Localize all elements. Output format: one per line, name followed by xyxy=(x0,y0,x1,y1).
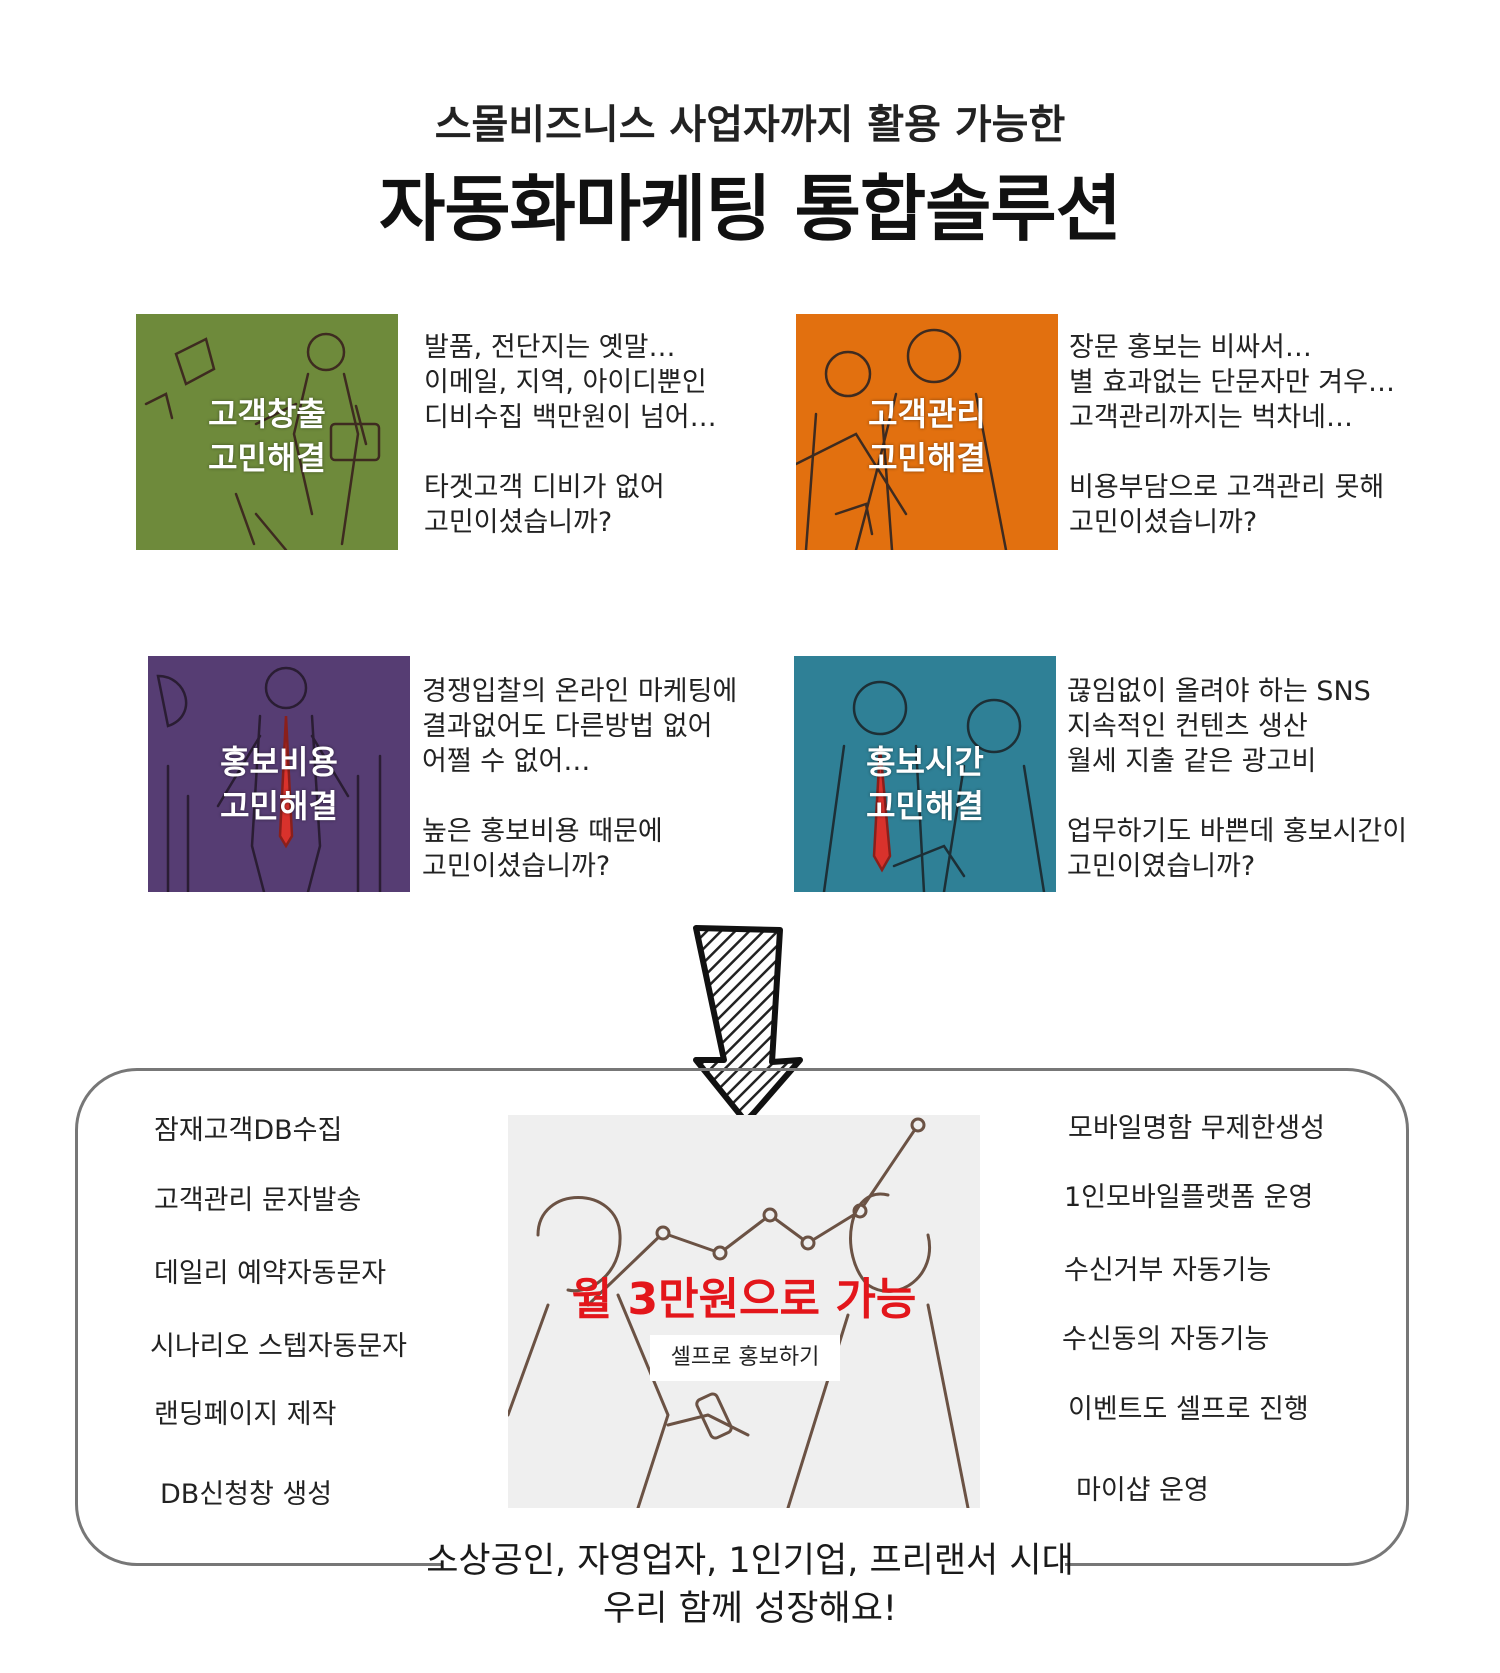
feature-item: 수신거부 자동기능 xyxy=(1064,1255,1272,1286)
card-1-description: 발품, 전단지는 옛말… 이메일, 지역, 아이디뿐인 디비수집 백만원이 넘어… xyxy=(424,332,717,538)
card-customer-acquisition: 고객창출 고민해결 xyxy=(136,314,398,550)
feature-item: 모바일명함 무제한생성 xyxy=(1068,1113,1325,1144)
feature-item: 수신동의 자동기능 xyxy=(1062,1324,1270,1355)
growth-chart-illustration xyxy=(508,1117,970,1508)
feature-item: 1인모바일플랫폼 운영 xyxy=(1064,1182,1314,1213)
promo-price: 월 3만원으로 가능 xyxy=(571,1274,917,1325)
page-title: 자동화마케팅 통합솔루션 xyxy=(379,167,1122,251)
header-subtitle: 스몰비즈니스 사업자까지 활용 가능한 xyxy=(434,102,1066,148)
card-bg xyxy=(148,656,410,892)
down-arrow-icon xyxy=(693,925,803,1125)
self-promote-button[interactable]: 셀프로 홍보하기 xyxy=(650,1335,840,1381)
feature-item: 잠재고객DB수집 xyxy=(154,1115,343,1146)
colleagues-illustration xyxy=(796,314,1058,550)
card-label: 홍보시간 고민해결 xyxy=(866,743,984,825)
businessman-illustration xyxy=(136,314,398,550)
card-label: 홍보비용 고민해결 xyxy=(220,743,338,825)
footer-line-1: 소상공인, 자영업자, 1인기업, 프리랜서 시대 xyxy=(426,1541,1074,1581)
feature-item: 고객관리 문자발송 xyxy=(154,1185,362,1216)
card-promotion-cost: 홍보비용 고민해결 xyxy=(148,656,410,892)
card-2-description: 장문 홍보는 비싸서… 별 효과없는 단문자만 겨우… 고객관리까지는 벅차네…… xyxy=(1069,332,1395,538)
feature-item: 이벤트도 셀프로 진행 xyxy=(1068,1394,1309,1425)
box-gap xyxy=(441,1540,1065,1580)
feature-item: DB신청창 생성 xyxy=(160,1479,333,1510)
feature-item: 랜딩페이지 제작 xyxy=(154,1399,337,1430)
feature-item: 마이샵 운영 xyxy=(1076,1475,1209,1506)
card-4-description: 끊임없이 올려야 하는 SNS 지속적인 컨텐츠 생산 월세 지출 같은 광고비… xyxy=(1067,676,1408,882)
card-label: 고객관리 고민해결 xyxy=(868,395,986,477)
card-customer-management: 고객관리 고민해결 xyxy=(796,314,1058,550)
feature-item: 시나리오 스텝자동문자 xyxy=(150,1331,407,1362)
meeting-illustration xyxy=(794,656,1056,892)
feature-item: 데일리 예약자동문자 xyxy=(154,1258,387,1289)
footer-line-2: 우리 함께 성장해요! xyxy=(603,1589,897,1629)
promo-banner: 월 3만원으로 가능 셀프로 홍보하기 xyxy=(508,1115,980,1508)
card-promotion-time: 홍보시간 고민해결 xyxy=(794,656,1056,892)
card-label: 고객창출 고민해결 xyxy=(208,395,326,477)
card-3-description: 경쟁입찰의 온라인 마케팅에 결과없어도 다른방법 없어 어쩔 수 없어… 높은… xyxy=(422,676,738,882)
presenter-illustration xyxy=(148,656,410,892)
